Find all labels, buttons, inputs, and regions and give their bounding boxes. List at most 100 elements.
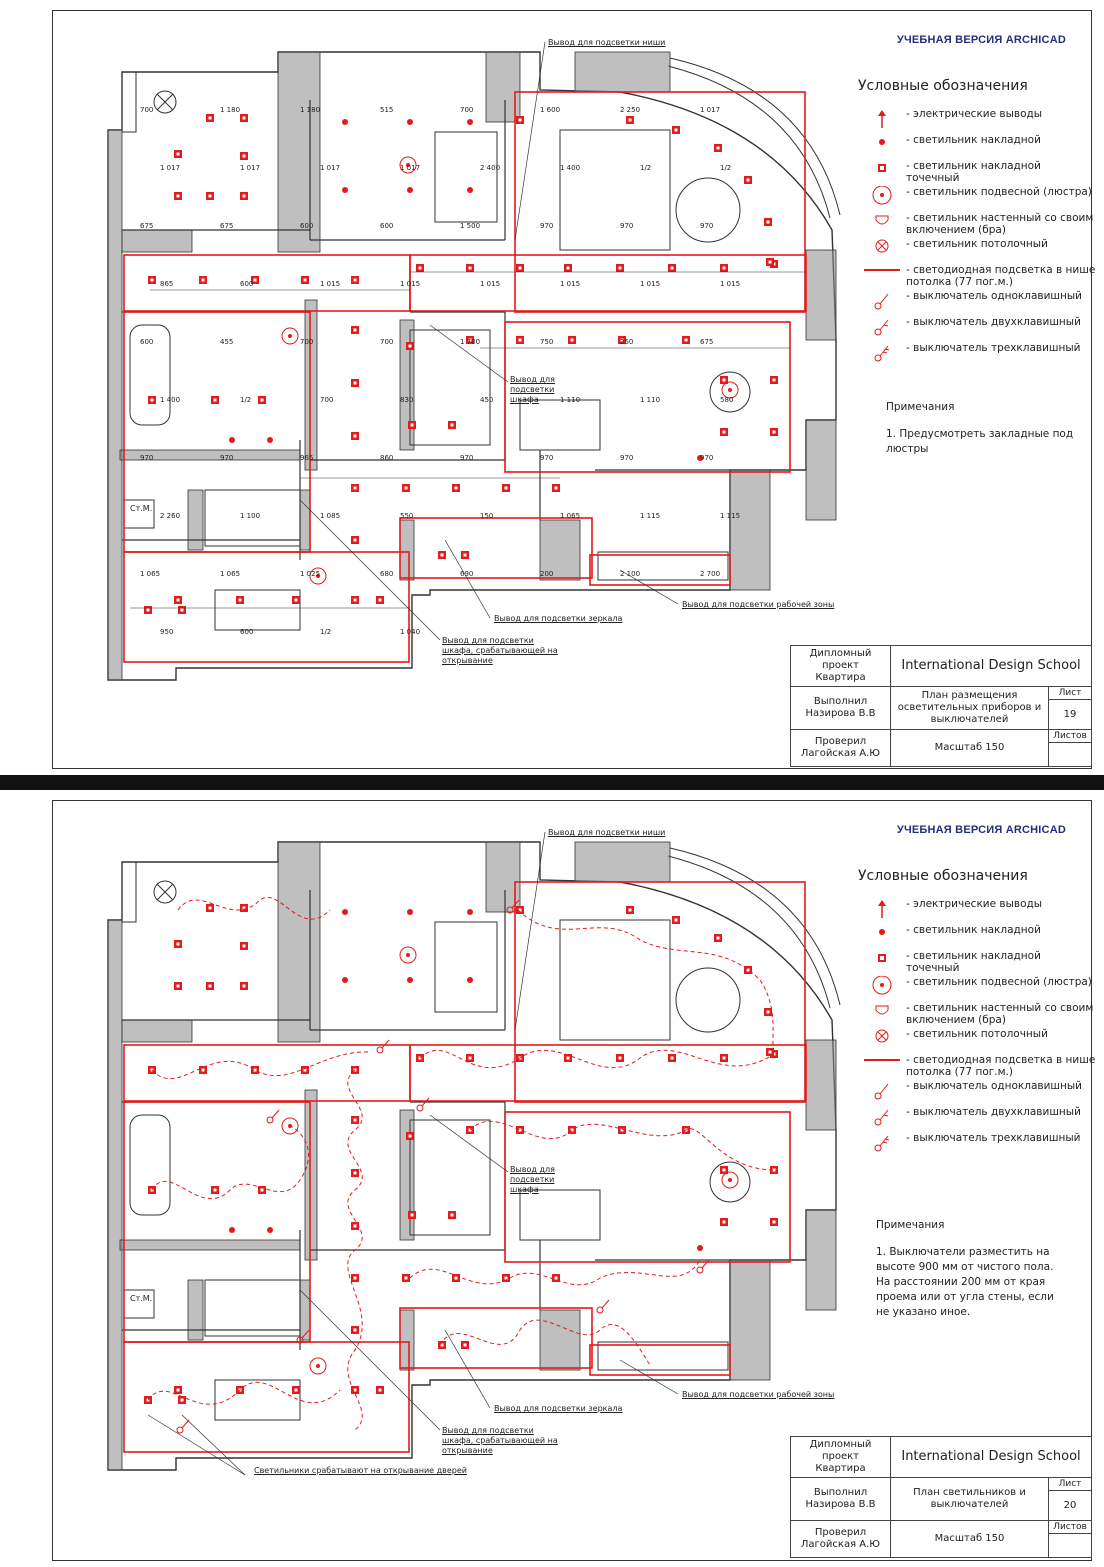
notes-text: 1. Предусмотреть закладные под люстры (886, 428, 1074, 455)
dimension-label: 1 065 (140, 570, 160, 578)
spot-light-core (722, 1220, 726, 1224)
bathtub (129, 1114, 171, 1216)
stamp-project: Дипломный проект Квартира (791, 646, 891, 686)
dimension-label: 700 (380, 338, 393, 346)
spot-light-core (353, 328, 357, 332)
label-stm: Ст.М. (130, 1294, 153, 1303)
callout-doors: Светильники срабатывают на открывание дв… (254, 1466, 467, 1475)
spot-light-core (213, 398, 217, 402)
spot-light-core (722, 1056, 726, 1060)
dimension-label: 2 100 (620, 570, 640, 578)
pendant-light (721, 1171, 739, 1189)
title-block: Дипломный проект Квартира International … (790, 645, 1092, 767)
legend: Условные обозначения - электрические выв… (858, 868, 1098, 1158)
dimension-label: 970 (460, 454, 473, 462)
wiring-run (177, 897, 331, 920)
spot-light-core (378, 1388, 382, 1392)
spot-light-core (570, 1128, 574, 1132)
spot-light-core (208, 984, 212, 988)
legend-label: - светодиодная подсветка в нише потолка … (906, 264, 1096, 288)
spot-light-core (146, 608, 150, 612)
dimension-label: 965 (300, 454, 313, 462)
pendant-light-core (316, 574, 320, 578)
legend-item-outlet: - электрические выводы (858, 898, 1098, 924)
switch-icon (701, 1259, 710, 1269)
legend-label: - светильник настенный со своим включени… (906, 212, 1094, 236)
spot-light-core (618, 1056, 622, 1060)
dimension-label: 970 (620, 454, 633, 462)
stamp-sheet-number: 19 (1063, 708, 1077, 720)
sheet-divider (0, 775, 1104, 790)
dimension-label: 1 400 (160, 396, 180, 404)
surface-light (467, 909, 473, 915)
spot-light-core (176, 984, 180, 988)
spot-light-core (463, 1343, 467, 1347)
spot-light-core (772, 1220, 776, 1224)
spot-light-core (518, 118, 522, 122)
wall (107, 919, 123, 1471)
ceiling-light-cross (156, 883, 174, 901)
legend-label: - электрические выводы (906, 108, 1043, 120)
dimension-label: 1 017 (240, 164, 260, 172)
dimension-label: 865 (160, 280, 173, 288)
legend-label: - светильник настенный со своим включени… (906, 1002, 1094, 1026)
callout-mirror: Вывод для подсветки зеркала (494, 1404, 623, 1413)
spot-light-core (353, 381, 357, 385)
sheet-frame (52, 800, 1092, 1561)
spot-light-core (180, 608, 184, 612)
spot-light-core (518, 1128, 522, 1132)
spot-light-core (504, 1276, 508, 1280)
dimension-label: 680 (380, 570, 393, 578)
switch-icon (416, 1104, 424, 1112)
wall (574, 841, 671, 883)
bed (559, 129, 671, 251)
legend: Условные обозначения - электрические выв… (858, 78, 1098, 368)
dimension-label: 1/2 (320, 628, 331, 636)
dimension-label: 970 (540, 222, 553, 230)
pendant-light (399, 156, 417, 174)
pendant-light-core (406, 953, 410, 957)
dimension-label: 1 015 (560, 280, 580, 288)
spot-light-core (176, 1388, 180, 1392)
switch-icon (181, 1419, 190, 1429)
spot-light-core (566, 1056, 570, 1060)
wall (805, 1039, 837, 1131)
bed (559, 919, 671, 1041)
spot-light-core (768, 1050, 772, 1054)
archicad-watermark: УЧЕБНАЯ ВЕРСИЯ ARCHICAD (896, 34, 1066, 46)
spot-light-core (554, 486, 558, 490)
dimension-label: 690 (460, 570, 473, 578)
spot-light-core (353, 1118, 357, 1122)
dimension-label: 1 110 (560, 396, 580, 404)
dimension-label: 1 115 (720, 512, 740, 520)
spot-light-core (468, 266, 472, 270)
wall (187, 1279, 204, 1341)
surface-light (467, 187, 473, 193)
stamp-checked-by: Проверил Лагойская А.Ю (791, 730, 891, 766)
callout-leader (514, 41, 546, 241)
dimension-label: 970 (540, 454, 553, 462)
dining-table (709, 371, 751, 413)
wall (539, 1309, 581, 1371)
dimension-label: 1 400 (560, 164, 580, 172)
legend-item-switch3: - выключатель трехклавишный (858, 342, 1098, 368)
switch2-icon (874, 1109, 889, 1126)
floor-plan-20 (107, 831, 841, 1476)
switch-icon (601, 1299, 610, 1309)
wall (539, 519, 581, 581)
dimension-label: 1 500 (460, 222, 480, 230)
dimension-label: 600 (140, 338, 153, 346)
spot-light-core (353, 278, 357, 282)
switch-icon (296, 1336, 304, 1344)
legend-item-switch1: - выключатель одноклавишный (858, 290, 1098, 316)
kitchen-counter (597, 551, 729, 581)
dimension-label: 1 017 (400, 164, 420, 172)
dimension-label: 1 180 (220, 106, 240, 114)
legend-item-led: - светодиодная подсветка в нише потолка … (858, 264, 1098, 290)
legend-item-pendant: - светильник подвесной (люстра) (858, 976, 1098, 1002)
spot-light-core (440, 553, 444, 557)
spot-light-core (628, 118, 632, 122)
wiring-run (147, 1381, 341, 1405)
spot-light-core (620, 1128, 624, 1132)
